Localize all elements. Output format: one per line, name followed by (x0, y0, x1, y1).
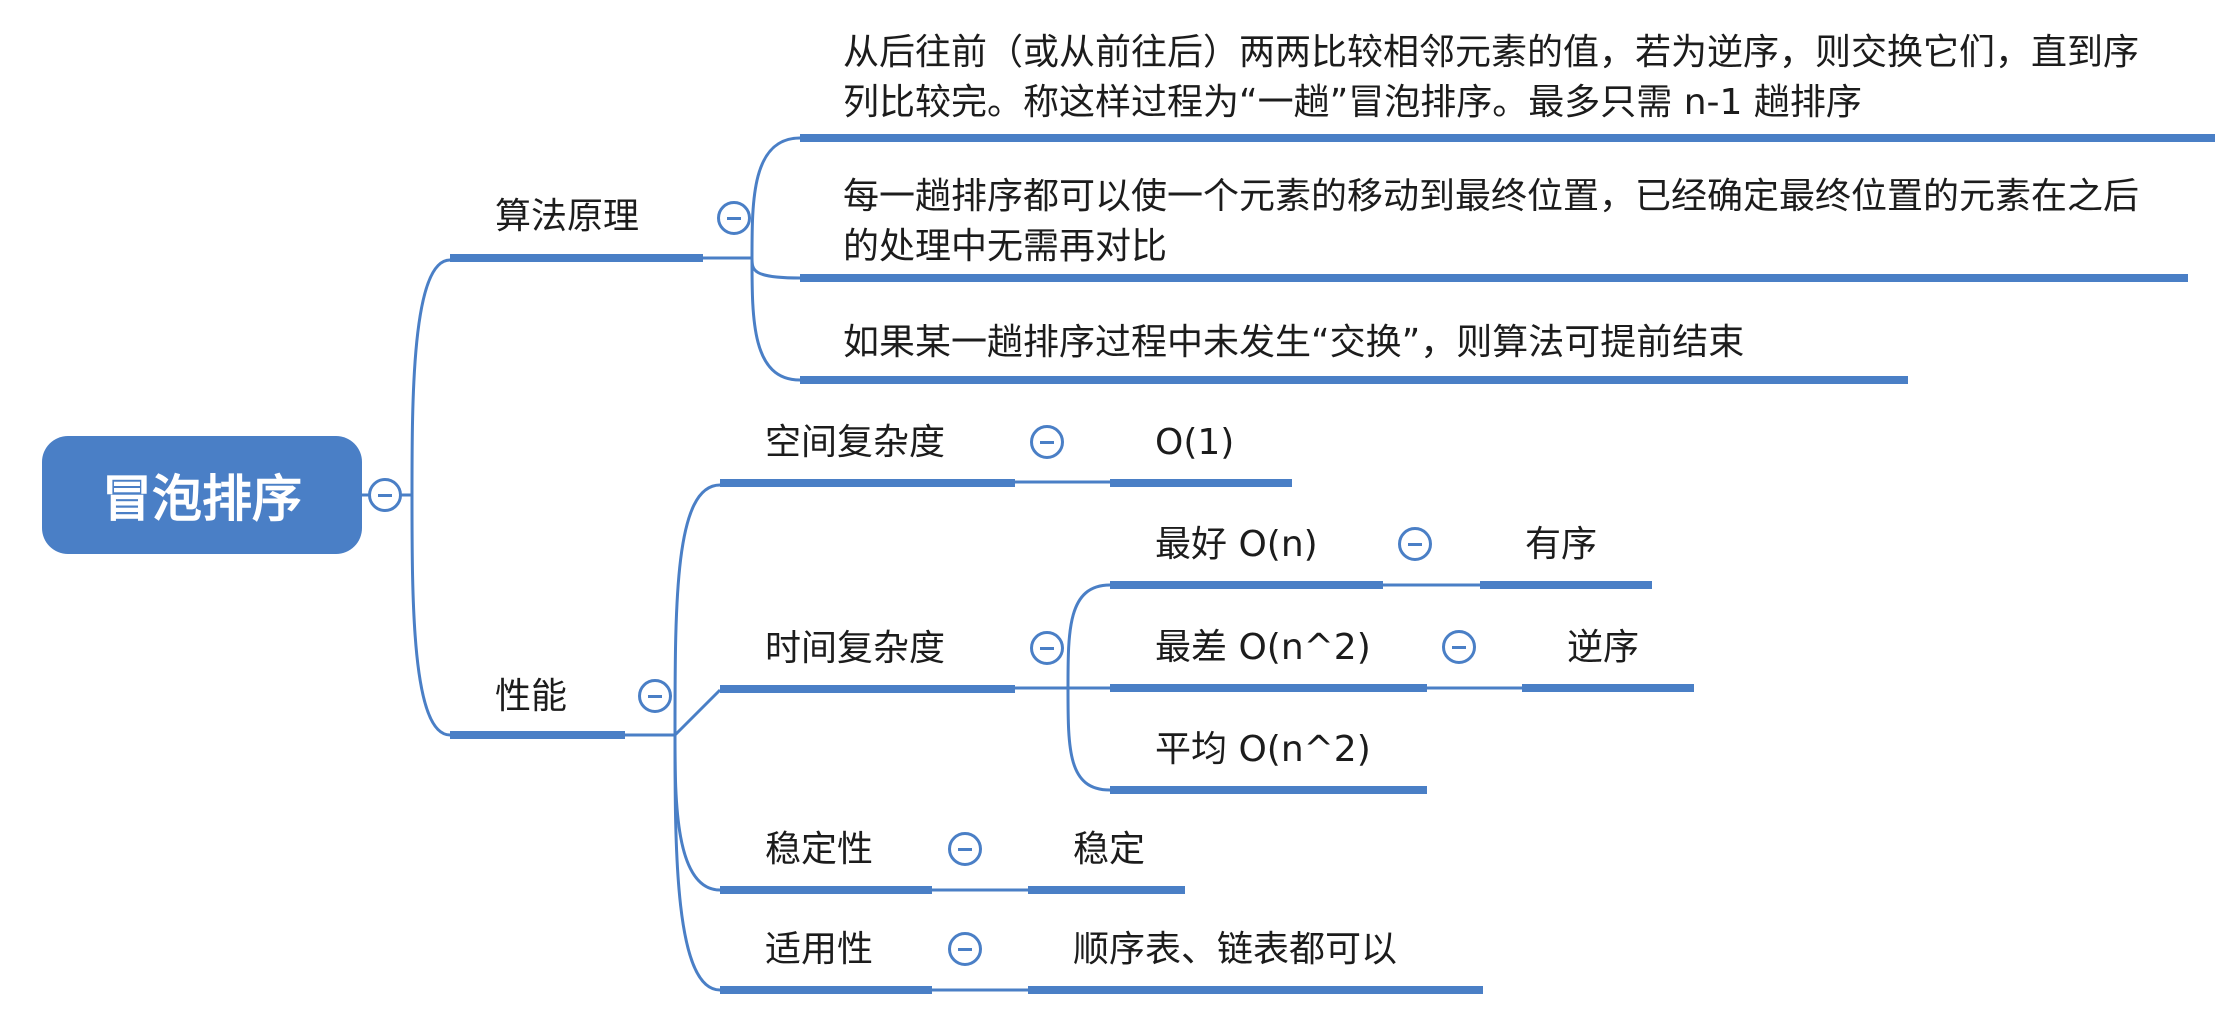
principle-underline (450, 254, 703, 262)
performance-node-label[interactable]: 性能 (495, 676, 568, 717)
average-underline (1110, 786, 1427, 794)
performance-collapse-minus-icon[interactable] (638, 679, 672, 713)
stability-underline (720, 886, 932, 894)
applicability-underline (720, 986, 932, 994)
space-complexity-label[interactable]: 空间复杂度 (765, 422, 946, 463)
average-case-label[interactable]: 平均 O(n^2) (1155, 729, 1371, 770)
root-collapse-minus-icon[interactable] (368, 478, 402, 512)
applicability-collapse-minus-icon[interactable] (948, 932, 982, 966)
applicability-label[interactable]: 适用性 (765, 929, 874, 970)
principle-item-1[interactable]: 从后往前（或从前往后）两两比较相邻元素的值，若为逆序，则交换它们，直到序列比较完… (843, 32, 2140, 123)
space-value-underline (1110, 479, 1292, 487)
principle-item-2[interactable]: 每一趟排序都可以使一个元素的移动到最终位置，已经确定最终位置的元素在之后的处理中… (843, 176, 2140, 267)
stability-label[interactable]: 稳定性 (765, 829, 874, 870)
root-node[interactable]: 冒泡排序 (42, 436, 362, 554)
best-case-note[interactable]: 有序 (1525, 524, 1598, 565)
principle-item-1-underline (800, 134, 2215, 142)
best-case-label[interactable]: 最好 O(n) (1155, 524, 1318, 565)
stability-collapse-minus-icon[interactable] (948, 832, 982, 866)
applicability-value[interactable]: 顺序表、链表都可以 (1073, 929, 1398, 970)
principle-item-3[interactable]: 如果某一趟排序过程中未发生“交换”，则算法可提前结束 (843, 322, 1745, 363)
worst-case-note[interactable]: 逆序 (1567, 627, 1640, 668)
time-underline (720, 685, 1015, 693)
worst-collapse-minus-icon[interactable] (1442, 630, 1476, 664)
performance-underline (450, 731, 625, 739)
principle-collapse-minus-icon[interactable] (717, 201, 751, 235)
stability-value[interactable]: 稳定 (1073, 829, 1146, 870)
space-complexity-value[interactable]: O(1) (1155, 422, 1235, 463)
best-note-underline (1480, 581, 1652, 589)
best-collapse-minus-icon[interactable] (1398, 527, 1432, 561)
space-collapse-minus-icon[interactable] (1030, 425, 1064, 459)
applicability-value-underline (1028, 986, 1483, 994)
time-collapse-minus-icon[interactable] (1030, 631, 1064, 665)
stability-value-underline (1028, 886, 1185, 894)
time-complexity-label[interactable]: 时间复杂度 (765, 628, 946, 669)
space-underline (720, 479, 1015, 487)
root-node-label: 冒泡排序 (102, 470, 302, 528)
principle-node-label[interactable]: 算法原理 (495, 196, 640, 237)
worst-underline (1110, 684, 1427, 692)
principle-item-3-underline (800, 376, 1908, 384)
worst-case-label[interactable]: 最差 O(n^2) (1155, 627, 1371, 668)
best-underline (1110, 581, 1383, 589)
worst-note-underline (1522, 684, 1694, 692)
principle-item-2-underline (800, 274, 2188, 282)
